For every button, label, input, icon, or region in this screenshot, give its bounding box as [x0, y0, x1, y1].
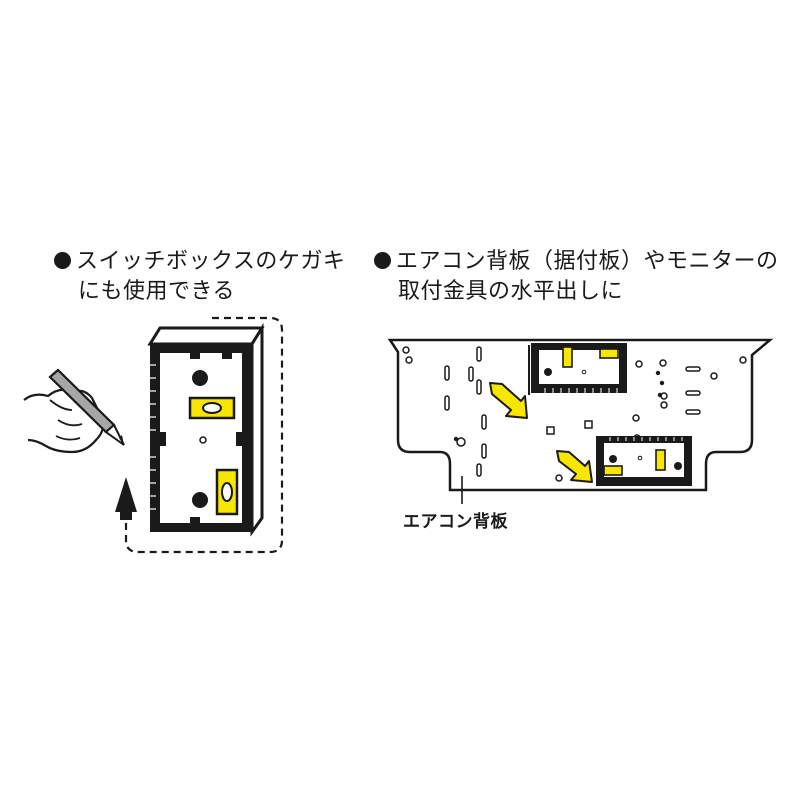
level-box-upper	[528, 343, 627, 395]
caption-aircon-line2: 取付金具の水平出しに	[398, 279, 624, 304]
caption-aircon: エアコン背板（据付板）やモニターの 取付金具の水平出しに	[374, 247, 779, 307]
aircon-backplate-illustration	[387, 338, 774, 504]
bullet-icon	[54, 252, 71, 269]
arrow-up-icon	[115, 477, 137, 512]
level-box-lower	[596, 436, 692, 486]
arrow-pointer-icon	[489, 382, 528, 419]
caption-aircon-line1: エアコン背板（据付板）やモニターの	[396, 249, 779, 274]
caption-switchbox: スイッチボックスのケガキ にも使用できる	[54, 247, 345, 307]
aircon-backplate-label: エアコン背板	[403, 512, 508, 532]
hand-icon	[23, 388, 105, 454]
mounting-hole	[192, 492, 208, 508]
box-top-face	[147, 326, 265, 346]
switchbox-illustration	[23, 316, 284, 554]
center-hole	[199, 436, 207, 444]
arrow-pointer-icon	[556, 450, 593, 483]
pencil-icon	[48, 368, 125, 446]
bullet-icon	[374, 252, 391, 269]
caption-switchbox-line1: スイッチボックスのケガキ	[76, 249, 346, 274]
tracing-dashed-path	[124, 316, 284, 554]
caption-switchbox-line2: にも使用できる	[78, 279, 236, 304]
mounting-hole	[192, 370, 208, 386]
level-vial-horizontal	[188, 396, 236, 420]
box-side-face	[250, 322, 264, 537]
box-ruler-ticks	[150, 364, 156, 510]
backplate-dots	[453, 370, 665, 442]
level-vial-vertical	[215, 468, 239, 516]
